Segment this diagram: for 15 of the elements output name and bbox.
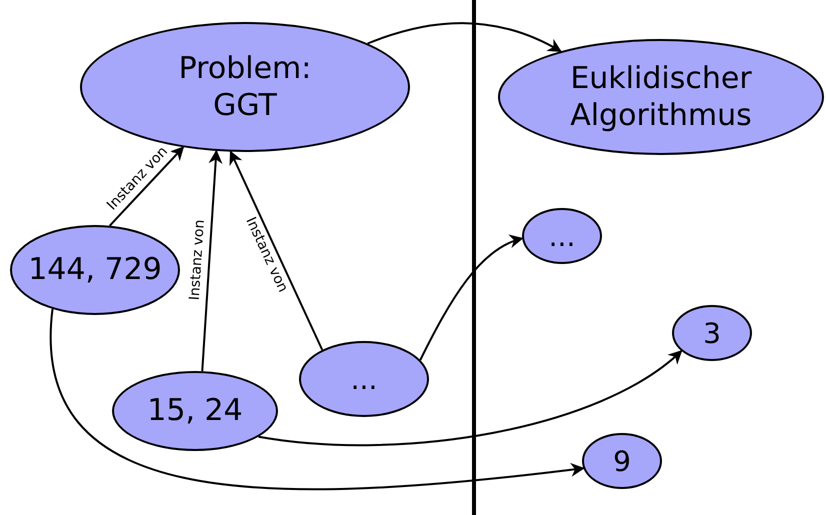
- node-label: 144, 729: [28, 251, 162, 289]
- arrow: [201, 150, 223, 372]
- arrow: [419, 236, 524, 360]
- node-label: Euklidischer Algorithmus: [569, 60, 753, 134]
- node-label: ...: [350, 362, 378, 396]
- arrow: [367, 22, 562, 52]
- arrow: [50, 308, 585, 490]
- node-label: Problem: GGT: [178, 50, 312, 124]
- node-label: ...: [548, 218, 576, 254]
- arrow: [230, 150, 324, 350]
- node-label: 3: [703, 316, 721, 350]
- node-label: 15, 24: [147, 392, 243, 430]
- arrow: [258, 350, 682, 446]
- arrow: [109, 146, 184, 226]
- node-label: 9: [613, 444, 631, 478]
